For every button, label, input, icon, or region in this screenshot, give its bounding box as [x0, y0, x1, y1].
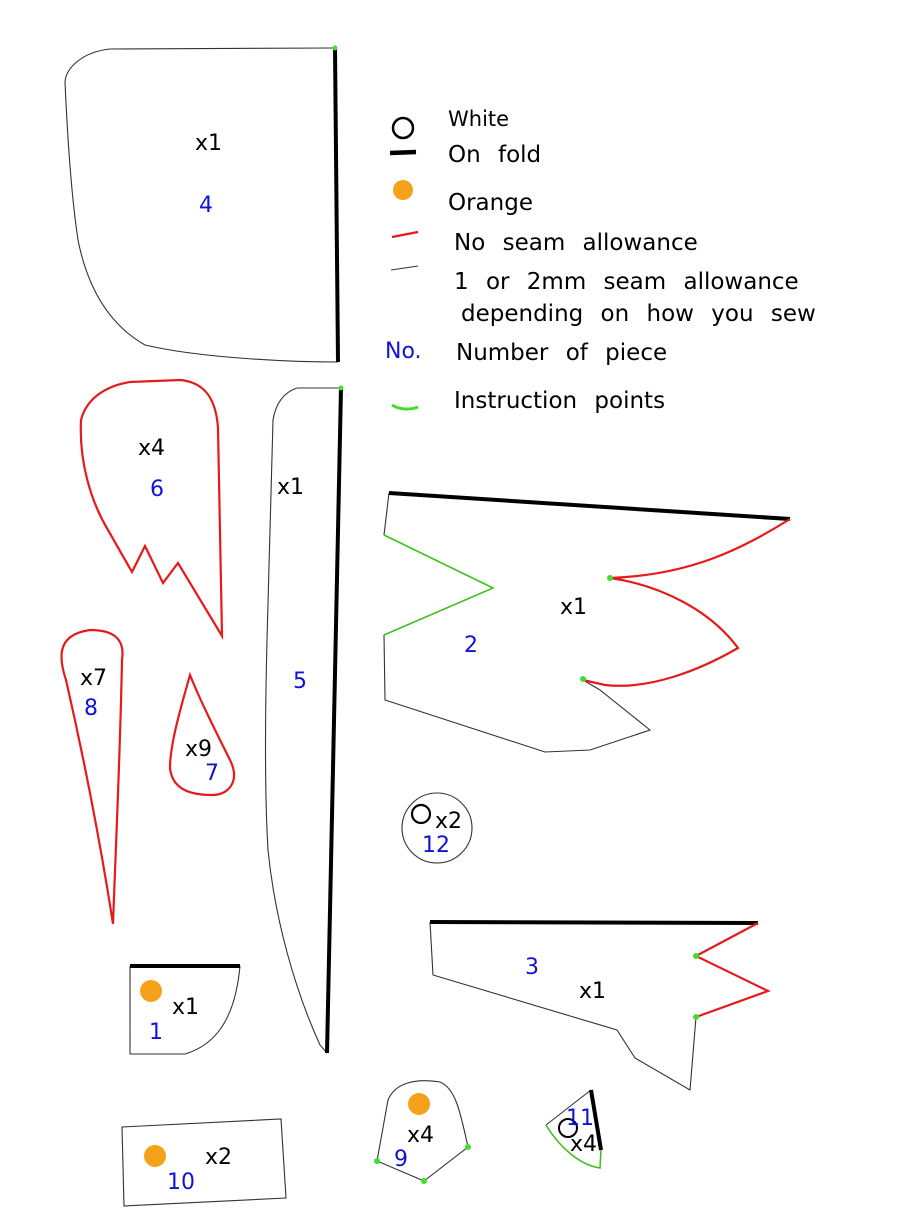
- legend-orange-label: Orange: [448, 190, 533, 216]
- piece-8-number: 8: [84, 696, 98, 721]
- legend-seam-label-line2: depending on how you sew: [461, 301, 816, 327]
- piece-8-count: x7: [80, 666, 107, 691]
- legend: White On fold Orange No seam allowance 1…: [385, 107, 816, 414]
- piece-2-no-seam-edge: [582, 518, 791, 687]
- piece-2-instruction-edge: [383, 534, 495, 636]
- piece-11-number: 11: [566, 1106, 594, 1131]
- piece-3-fold-line: [429, 920, 759, 925]
- piece-9-number: 9: [394, 1147, 408, 1172]
- piece-12-count: x2: [435, 809, 462, 834]
- piece-5-count: x1: [277, 475, 304, 500]
- legend-seam-label-line1: 1 or 2mm seam allowance: [454, 269, 799, 295]
- piece-4-number: 4: [199, 193, 213, 218]
- piece-11-count: x4: [570, 1132, 597, 1157]
- piece-11-outline: [545, 1089, 592, 1126]
- piece-10-outline: [121, 1118, 287, 1207]
- piece-3-outline-thin: [429, 921, 697, 1091]
- legend-on-fold-label: On fold: [448, 142, 541, 168]
- piece-3-no-seam-edge: [693, 922, 771, 1019]
- piece-9-instruction-point: [421, 1178, 427, 1184]
- piece-4-fold-line: [333, 47, 340, 363]
- piece-6-outline: [79, 378, 224, 641]
- piece-2-number: 2: [464, 633, 478, 658]
- thin-line-icon: [390, 265, 419, 271]
- piece-6: x4 6: [79, 378, 224, 641]
- piece-1-count: x1: [172, 995, 199, 1020]
- piece-7-outline: [168, 671, 236, 797]
- piece-12-outline: [401, 792, 473, 864]
- piece-1-number: 1: [149, 1020, 163, 1045]
- piece-2-count: x1: [560, 595, 587, 620]
- piece-9: x4 9: [374, 1080, 471, 1184]
- piece-4-outline: [64, 47, 339, 363]
- piece-9-instruction-point: [465, 1144, 471, 1150]
- piece-8-outline: [60, 628, 124, 925]
- piece-11: 11 x4: [545, 1089, 603, 1169]
- piece-7-number: 7: [205, 761, 219, 786]
- piece-10-number: 10: [167, 1170, 195, 1195]
- fold-line-icon: [389, 149, 417, 156]
- piece-10-count: x2: [205, 1145, 232, 1170]
- piece-2: x1 2: [383, 491, 791, 753]
- piece-7: x9 7: [168, 671, 236, 797]
- orange-fabric-icon: [408, 1093, 430, 1115]
- piece-3-instruction-point: [693, 953, 699, 959]
- orange-fabric-icon: [140, 980, 162, 1002]
- legend-number-symbol: No.: [385, 339, 422, 364]
- piece-5-fold-line: [325, 387, 343, 1054]
- white-circle-icon: [391, 116, 415, 140]
- piece-2-fold-line: [388, 491, 791, 521]
- piece-2-instruction-point: [580, 676, 586, 682]
- white-fabric-icon: [410, 803, 432, 825]
- piece-10: x2 10: [121, 1118, 287, 1207]
- piece-4-count: x1: [195, 131, 222, 156]
- green-line-icon: [391, 403, 419, 411]
- piece-3-number: 3: [525, 955, 539, 980]
- piece-6-number: 6: [150, 477, 164, 502]
- legend-no-seam-label: No seam allowance: [454, 230, 698, 256]
- piece-9-outline: [376, 1080, 469, 1182]
- orange-fabric-icon: [144, 1145, 166, 1167]
- piece-4-instruction-point: [332, 45, 338, 51]
- piece-5-number: 5: [293, 669, 307, 694]
- piece-12: x2 12: [401, 792, 473, 864]
- piece-11-instruction-edge: [545, 1124, 602, 1169]
- piece-11-fold-line: [589, 1089, 603, 1151]
- legend-instruction-points-label: Instruction points: [454, 388, 665, 414]
- piece-8: x7 8: [60, 628, 124, 925]
- piece-2-instruction-point: [607, 575, 613, 581]
- piece-4: x1 4: [64, 45, 340, 363]
- piece-1-outline: [129, 965, 241, 1055]
- orange-dot-icon: [393, 180, 413, 200]
- piece-12-number: 12: [422, 833, 450, 858]
- piece-5-outline: [265, 387, 341, 1054]
- legend-white-label: White: [448, 107, 509, 131]
- piece-3: 3 x1: [429, 920, 771, 1091]
- piece-5-instruction-point: [338, 385, 344, 391]
- piece-3-count: x1: [579, 979, 606, 1004]
- legend-number-of-piece-label: Number of piece: [456, 340, 667, 366]
- piece-9-count: x4: [407, 1123, 434, 1148]
- piece-1: x1 1: [129, 964, 241, 1055]
- piece-2-outline-thin: [383, 492, 652, 753]
- piece-6-count: x4: [138, 436, 165, 461]
- red-line-icon: [391, 230, 419, 239]
- piece-3-instruction-point: [693, 1014, 699, 1020]
- piece-5: x1 5: [265, 385, 344, 1054]
- piece-7-count: x9: [185, 737, 212, 762]
- white-fabric-icon: [558, 1118, 578, 1138]
- piece-9-instruction-point: [374, 1158, 380, 1164]
